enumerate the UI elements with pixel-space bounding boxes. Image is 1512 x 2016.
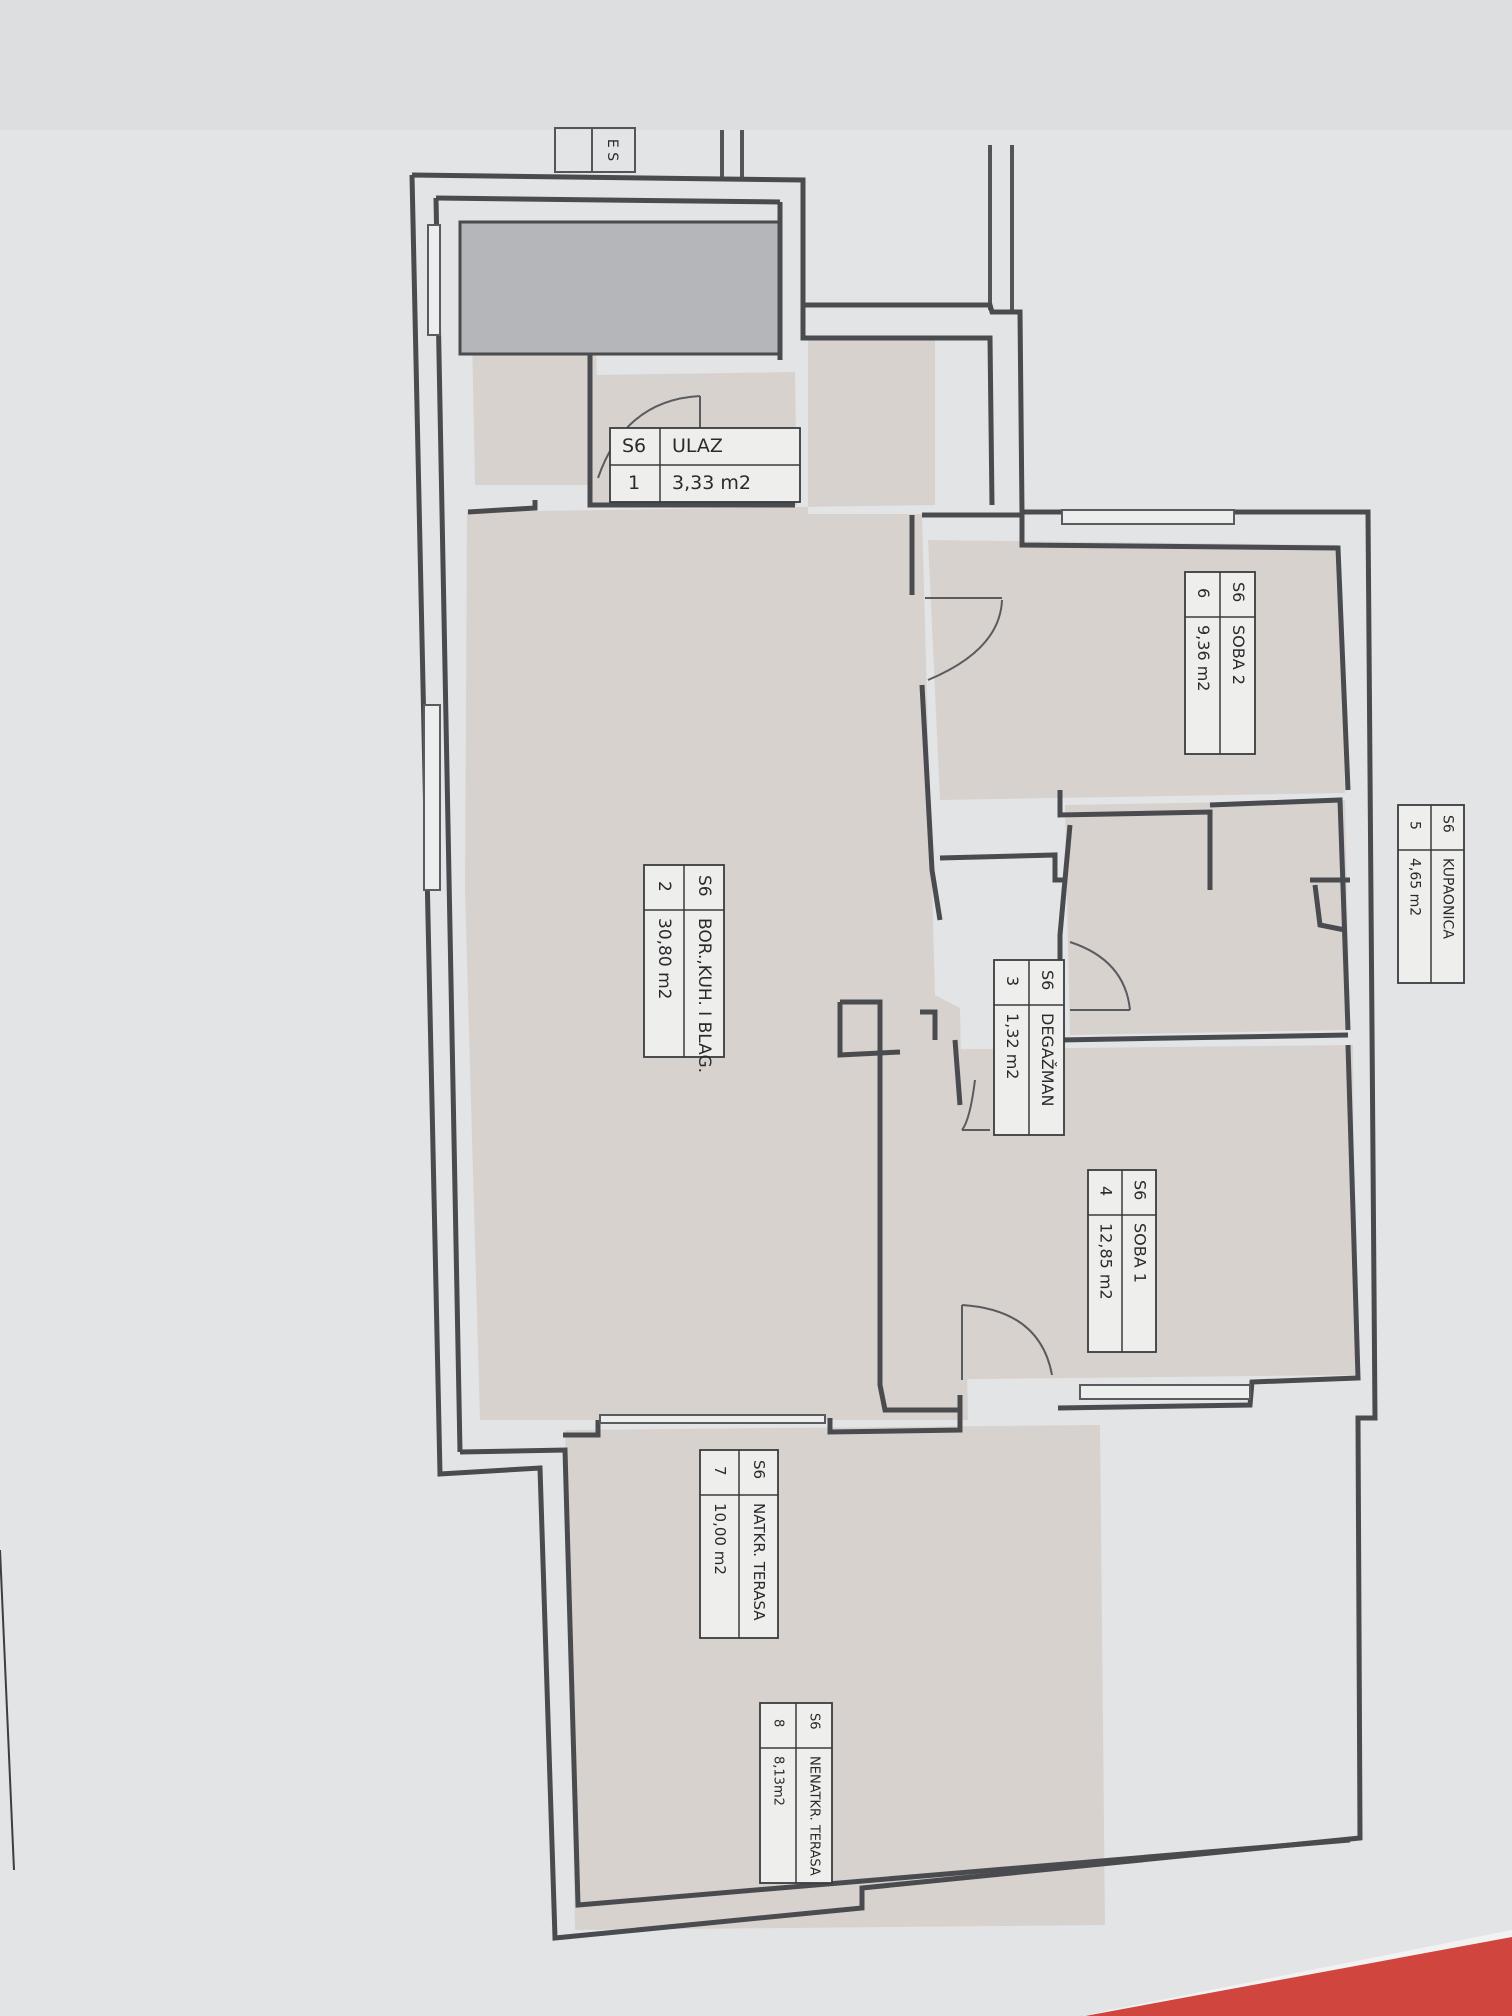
room-number: 3 [1003, 976, 1022, 986]
page-edge-line [0, 1549, 15, 1871]
windows [423, 224, 1251, 1424]
paper-top-shade [0, 0, 1512, 130]
room-name: NATKR. TERASA [750, 1503, 768, 1621]
room-area: 10,00 m2 [711, 1503, 729, 1575]
corner-mark: E S [554, 127, 636, 173]
room-code: S6 [1131, 1180, 1150, 1200]
room-area: 1,32 m2 [1003, 1013, 1022, 1079]
room-code: S6 [694, 875, 714, 897]
room-code: S6 [1440, 815, 1456, 833]
room-name: NENATKR. TERASA [807, 1756, 822, 1876]
room-code: S6 [1038, 970, 1057, 990]
room-number: 6 [1194, 588, 1213, 598]
room-number: 8 [771, 1719, 786, 1727]
room-number: 1 [628, 472, 640, 494]
room-number: 2 [654, 881, 674, 892]
room-name: SOBA 1 [1131, 1223, 1150, 1283]
room-area: 4,65 m2 [1407, 858, 1423, 916]
paper-edge [1080, 1930, 1512, 2016]
corner-mark-text: E S [604, 139, 620, 161]
doors [597, 395, 1131, 1380]
room-area: 3,33 m2 [672, 472, 751, 494]
room-area: 9,36 m2 [1194, 625, 1213, 691]
room-name: DEGAŽMAN [1038, 1013, 1057, 1106]
pipe-lines [720, 130, 1014, 310]
room-name: SOBA 2 [1229, 625, 1248, 685]
room-number: 4 [1097, 1186, 1116, 1196]
room-name: KUPAONICA [1440, 858, 1456, 939]
room-code: S6 [750, 1460, 768, 1479]
room-number: 5 [1407, 821, 1423, 830]
room-code: S6 [807, 1713, 822, 1730]
room-name: ULAZ [672, 435, 723, 457]
room-label-1: S6 1 ULAZ 3,33 m2 [609, 427, 801, 503]
room-area: 8,13m2 [771, 1756, 786, 1806]
room-area: 12,85 m2 [1097, 1223, 1116, 1300]
stair-block [458, 220, 782, 356]
room-code: S6 [1229, 582, 1248, 602]
room-number: 7 [711, 1466, 729, 1476]
room-area: 30,80 m2 [654, 918, 674, 999]
room-name: BOR.,KUH. I BLAG. [694, 918, 714, 1073]
room-code: S6 [622, 435, 646, 457]
